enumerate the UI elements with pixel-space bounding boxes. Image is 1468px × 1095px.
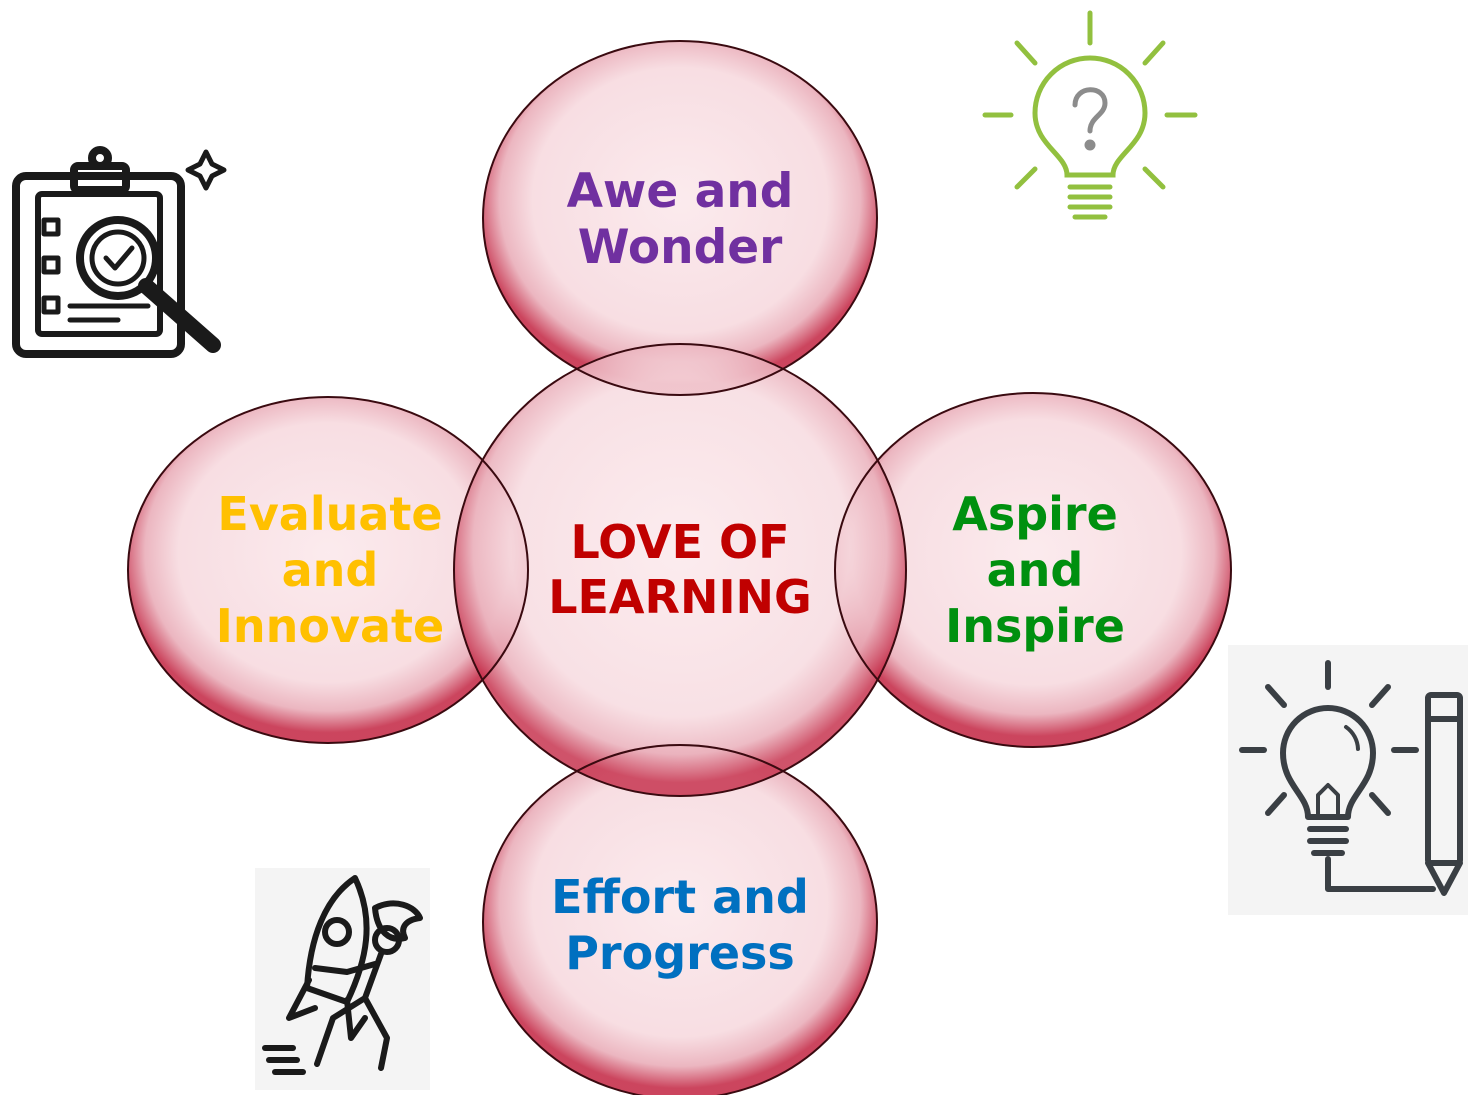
lightbulb-pencil-icon [1228, 645, 1468, 915]
rocket-runner-icon [255, 868, 430, 1090]
question-lightbulb-icon [982, 10, 1198, 220]
bubble-center [453, 343, 907, 797]
clipboard-magnifier-icon [12, 146, 227, 358]
bubble-bottom [482, 744, 878, 1095]
bubble-top [482, 40, 878, 396]
overlap-outlines [454, 344, 906, 796]
